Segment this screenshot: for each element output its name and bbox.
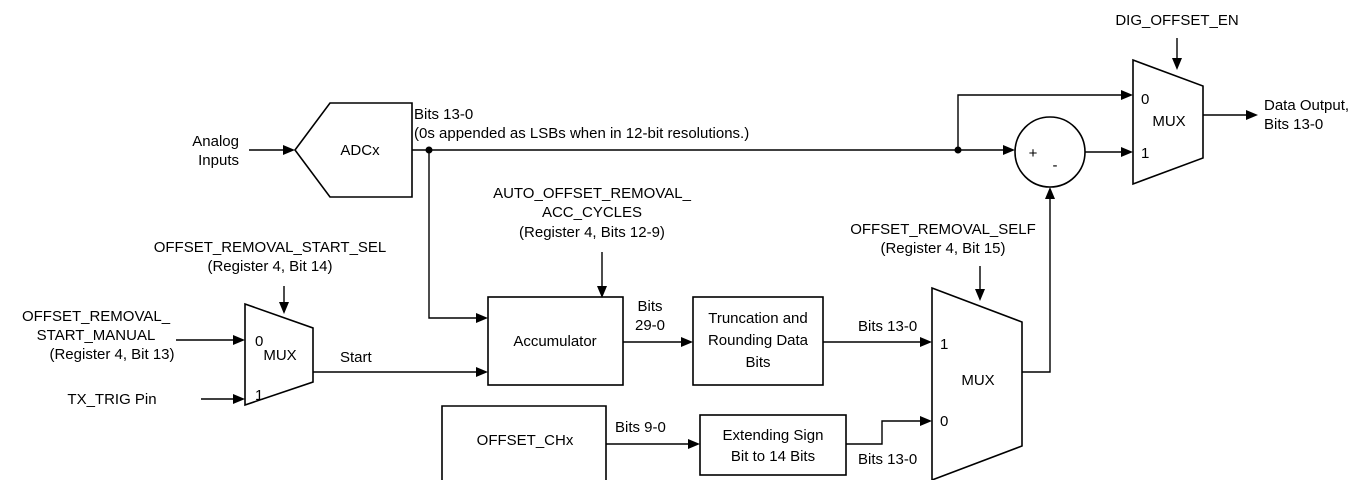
removal-self-label-line1: OFFSET_REMOVAL_SELF bbox=[850, 221, 1036, 238]
dig-offset-en-arrow bbox=[1172, 58, 1182, 70]
output-mux-label: MUX bbox=[1152, 113, 1185, 130]
output-mux-0-arrow bbox=[1121, 90, 1133, 100]
truncation-block bbox=[692, 296, 824, 386]
manual-label-line3: (Register 4, Bit 13) bbox=[49, 346, 174, 363]
tx-trig-arrow bbox=[233, 394, 245, 404]
accumulator-input-arrow bbox=[476, 313, 488, 323]
manual-label-line1: OFFSET_REMOVAL_ bbox=[22, 308, 171, 325]
self-mux-pin-0: 0 bbox=[940, 413, 948, 430]
adc-label: ADCx bbox=[340, 142, 380, 159]
self-mux-label: MUX bbox=[961, 372, 994, 389]
output-mux-1-arrow bbox=[1121, 147, 1133, 157]
bypass-wire bbox=[957, 94, 1121, 150]
accumulator-input-wire bbox=[428, 150, 476, 319]
truncation-label-line3: Bits bbox=[745, 354, 770, 371]
adc-bits-label: Bits 13-0 bbox=[414, 106, 473, 123]
output-mux-pin-1: 1 bbox=[1141, 145, 1149, 162]
data-output-label-line2: Bits 13-0 bbox=[1264, 116, 1323, 133]
start-sel-label-line2: (Register 4, Bit 14) bbox=[207, 258, 332, 275]
offset-chx-label: OFFSET_CHx bbox=[477, 432, 574, 449]
start-label: Start bbox=[340, 349, 373, 366]
start-mux-label: MUX bbox=[263, 347, 296, 364]
start-mux-block bbox=[244, 302, 314, 407]
start-sel-label-line1: OFFSET_REMOVAL_START_SEL bbox=[154, 239, 387, 256]
self-mux-block bbox=[931, 286, 1023, 480]
subtractor-minus: - bbox=[1053, 157, 1058, 174]
output-mux-block bbox=[1132, 58, 1204, 186]
extend-sign-block bbox=[699, 414, 847, 476]
accumulator-label: Accumulator bbox=[513, 333, 596, 350]
subtractor-plus-arrow bbox=[1003, 145, 1015, 155]
manual-label-line2: START_MANUAL bbox=[37, 327, 156, 344]
removal-self-arrow bbox=[975, 289, 985, 301]
extend-sign-input-arrow bbox=[688, 439, 700, 449]
extend-sign-label-line1: Extending Sign bbox=[723, 427, 824, 444]
analog-inputs-label-line1: Analog bbox=[192, 133, 239, 150]
subtractor-circle bbox=[1014, 116, 1086, 188]
wires bbox=[176, 38, 1258, 449]
offset-bits-label: Bits 9-0 bbox=[615, 419, 666, 436]
removal-self-label-line2: (Register 4, Bit 15) bbox=[880, 240, 1005, 257]
acc-cycles-label-line1: AUTO_OFFSET_REMOVAL_ bbox=[493, 185, 691, 202]
manual-input-arrow bbox=[233, 335, 245, 345]
data-output-label-line1: Data Output, bbox=[1264, 97, 1349, 114]
subtractor-minus-arrow bbox=[1045, 187, 1055, 199]
acc-bits-label-line1: Bits bbox=[637, 298, 662, 315]
acc-bits-label-line2: 29-0 bbox=[635, 317, 665, 334]
extend-sign-label-line2: Bit to 14 Bits bbox=[731, 448, 815, 465]
self-mux-1-arrow bbox=[920, 337, 932, 347]
acc-cycles-label-line3: (Register 4, Bits 12-9) bbox=[519, 224, 665, 241]
output-mux-pin-0: 0 bbox=[1141, 91, 1149, 108]
acc-cycles-label-line2: ACC_CYCLES bbox=[542, 204, 642, 221]
tx-trig-label: TX_TRIG Pin bbox=[67, 391, 156, 408]
self-mux-output-wire bbox=[1022, 199, 1051, 373]
start-arrow bbox=[476, 367, 488, 377]
accumulator-output-arrow bbox=[681, 337, 693, 347]
data-output-arrow bbox=[1246, 110, 1258, 120]
accumulator-block bbox=[487, 296, 624, 386]
self-mux-pin-1: 1 bbox=[940, 336, 948, 353]
analog-input-arrow bbox=[283, 145, 295, 155]
start-mux-pin-1: 1 bbox=[255, 387, 263, 404]
extend-bits-label: Bits 13-0 bbox=[858, 451, 917, 468]
subtractor-plus: + bbox=[1029, 145, 1038, 162]
offset-chx-block bbox=[441, 405, 607, 480]
truncation-label-line2: Rounding Data bbox=[708, 332, 809, 349]
start-mux-pin-0: 0 bbox=[255, 333, 263, 350]
extend-sign-output-wire bbox=[846, 420, 920, 445]
dig-offset-en-label: DIG_OFFSET_EN bbox=[1115, 12, 1238, 29]
start-sel-arrow bbox=[279, 302, 289, 314]
analog-inputs-label-line2: Inputs bbox=[198, 152, 239, 169]
self-mux-0-arrow bbox=[920, 416, 932, 426]
acc-cycles-arrow bbox=[597, 286, 607, 298]
adc-resolution-note: (0s appended as LSBs when in 12-bit reso… bbox=[414, 125, 749, 142]
truncation-bits-label: Bits 13-0 bbox=[858, 318, 917, 335]
truncation-label-line1: Truncation and bbox=[708, 310, 808, 327]
